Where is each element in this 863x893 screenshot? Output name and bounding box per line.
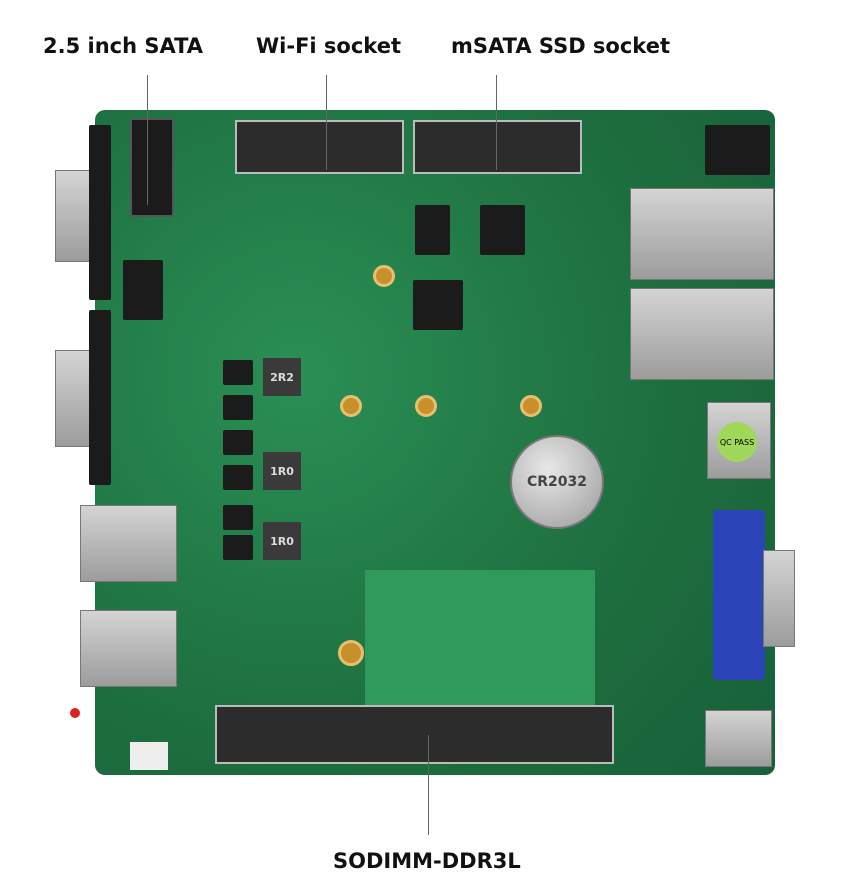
serial-header-1 [89,125,111,300]
lan-port-2 [630,288,774,380]
lan-port-1 [630,188,774,280]
sodimm-module-area [365,570,595,710]
standoff-hole [340,395,362,417]
leader-msata [496,75,497,170]
leader-sodimm [428,735,429,835]
wifi-socket [235,120,404,174]
pin-header [123,260,163,320]
usb3-port [80,610,177,687]
label-sodimm: SODIMM-DDR3L [333,849,521,873]
mosfet [223,465,253,490]
power-led [70,708,80,718]
vga-shell [763,550,795,647]
motherboard: 2R2 1R0 1R0 CR2032 QC PASS [55,110,795,775]
usb-port-1 [80,505,177,582]
inductor: 1R0 [263,522,301,560]
leader-sata [147,75,148,205]
standoff-hole [415,395,437,417]
label-sata: 2.5 inch SATA [43,34,204,58]
inductor: 2R2 [263,358,301,396]
inductor: 1R0 [263,452,301,490]
chip [413,280,463,330]
sodimm-slot [215,705,614,764]
power-connector [705,710,772,767]
qc-pass-sticker: QC PASS [717,422,757,462]
mosfet [223,430,253,455]
mosfet [223,360,253,385]
label-msata: mSATA SSD socket [451,34,670,58]
msata-socket [413,120,582,174]
mosfet [223,535,253,560]
standoff-hole [520,395,542,417]
leader-wifi [326,75,327,170]
chip [480,205,525,255]
standoff-hole [338,640,364,666]
vga-port [713,510,765,680]
mosfet [223,505,253,530]
fan-header [130,742,168,770]
audio-jack [705,125,770,175]
standoff-hole [373,265,395,287]
chip [415,205,450,255]
cmos-battery: CR2032 [510,435,604,529]
mosfet [223,395,253,420]
label-wifi: Wi-Fi socket [256,34,401,58]
sata-connector [130,118,174,217]
serial-header-2 [89,310,111,485]
